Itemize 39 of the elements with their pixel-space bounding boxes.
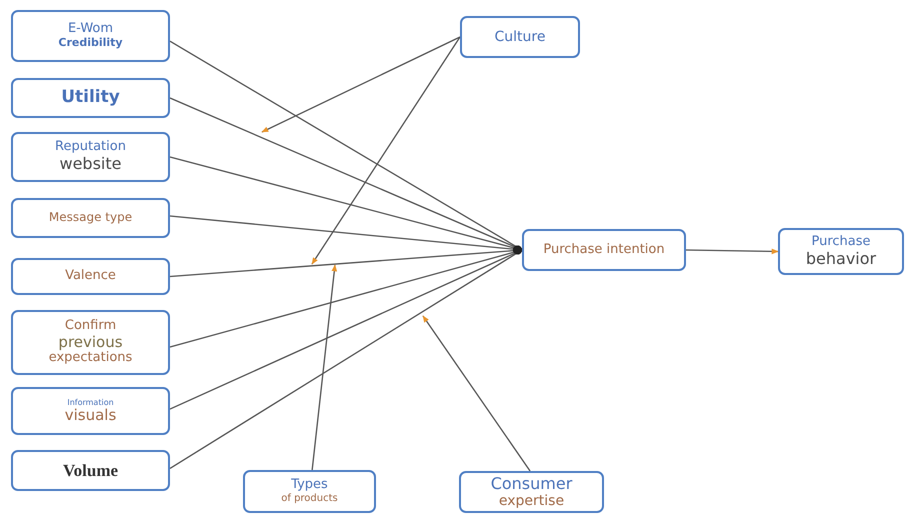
factor-label: Consumer [490,474,572,494]
factor-label: website [60,155,122,174]
factor-label: behavior [806,250,876,268]
factor-box [243,470,376,513]
factor-label: of products [281,493,338,505]
factor-label: Types [291,478,328,493]
factor-label: Credibility [58,37,123,50]
factor-box [460,16,580,58]
factor-label: E-Wom [68,22,114,38]
factor-box [11,132,170,182]
factor-label: Culture [494,28,546,46]
factor-box [522,229,686,271]
arrow [312,264,338,470]
factor-box [778,228,904,275]
factor-box [459,471,604,513]
factor-box [11,78,170,118]
factor-label: Purchase intention [543,242,665,258]
arrow [261,36,460,133]
arrow [311,36,461,265]
factor-label: Confirm [64,318,116,334]
factor-label: previous [58,334,123,351]
factor-box [11,198,170,238]
factor-label: Valence [65,269,116,284]
factor-box [11,387,170,435]
factor-label: visuals [64,406,116,424]
arrow [686,248,779,254]
factor-box [11,10,170,62]
factor-label: Utility [61,88,120,108]
factor-label: Purchase [811,234,871,250]
factor-label: expertise [498,493,564,510]
factor-box [11,310,170,375]
factor-label: Message type [48,211,132,225]
arrow [422,315,531,472]
factor-label: Information [67,398,114,407]
factor-box [11,450,170,491]
factor-box [11,258,170,295]
factor-label: Reputation [55,140,126,156]
factor-label: Volume [62,460,118,480]
factor-label: expectations [48,351,132,366]
